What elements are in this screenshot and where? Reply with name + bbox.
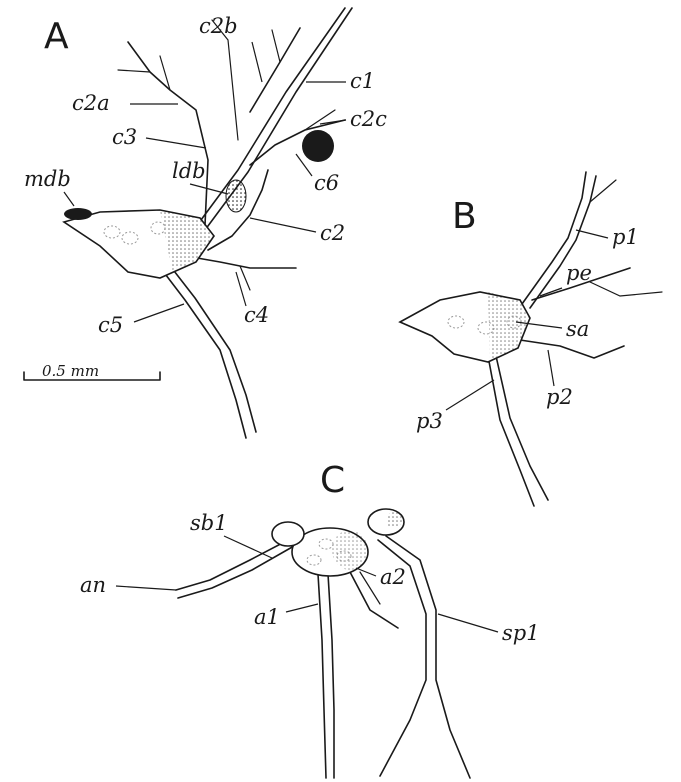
label-c2b: c2b	[199, 14, 238, 38]
label-sp1: sp1	[502, 621, 540, 645]
pe-twig	[590, 282, 662, 296]
c2b-twig-2	[212, 20, 238, 140]
p3-branch-left	[488, 356, 534, 506]
panel-c: C sb1 an a1 a2 sp1	[80, 460, 540, 778]
label-p3: p3	[416, 409, 443, 433]
ganglion-c-shading	[332, 530, 368, 570]
label-sb1: sb1	[190, 511, 228, 535]
panel-a-letter: A	[44, 16, 69, 57]
label-c3: c3	[112, 125, 137, 149]
leader-p3	[446, 380, 494, 410]
leader-a1	[286, 604, 318, 612]
leader-ldb	[190, 184, 228, 194]
leader-mdb	[64, 192, 74, 206]
panel-c-letter: C	[320, 460, 345, 501]
label-c6: c6	[314, 171, 339, 195]
p1-branch-right	[530, 176, 596, 308]
c2a-branch	[128, 42, 208, 225]
c2a-twig-1	[118, 70, 150, 72]
scale-bar: 0.5 mm	[24, 362, 160, 380]
mdb-body	[64, 208, 92, 220]
panel-a: A c2b c1	[24, 8, 387, 438]
leader-c2b	[252, 42, 262, 82]
label-c1: c1	[350, 69, 375, 93]
leader-c3	[146, 138, 206, 148]
label-sa: sa	[566, 317, 589, 341]
panel-b: B p1 pe sa p2 p3	[400, 172, 662, 506]
label-mdb: mdb	[24, 167, 71, 191]
c5-branch-left	[156, 262, 246, 438]
ldb-body	[226, 180, 246, 212]
leader-c2	[250, 218, 316, 232]
label-a2: a2	[380, 565, 406, 589]
a1-branch-left	[318, 574, 326, 778]
label-c2a: c2a	[72, 91, 110, 115]
c4-twig	[240, 266, 250, 290]
label-an: an	[80, 573, 106, 597]
p2-branch	[520, 340, 624, 358]
leader-a2	[356, 568, 376, 576]
sp1-body-shading	[386, 512, 402, 528]
label-c2c: c2c	[350, 107, 387, 131]
a2-twig	[360, 572, 380, 604]
leader-p1	[576, 230, 608, 238]
leader-sp1	[438, 614, 498, 632]
c6-body	[302, 130, 334, 162]
label-p2: p2	[546, 385, 573, 409]
label-c4: c4	[244, 303, 269, 327]
label-ldb: ldb	[172, 159, 206, 183]
c5-branch-right	[164, 258, 256, 432]
label-p1: p1	[612, 225, 639, 249]
a1-branch-right	[328, 574, 334, 778]
an-branch-top	[176, 538, 292, 590]
sb1-body	[272, 522, 304, 546]
label-c5: c5	[98, 313, 123, 337]
label-c2: c2	[320, 221, 345, 245]
panel-b-letter: B	[452, 196, 477, 237]
label-a1: a1	[254, 605, 280, 629]
leader-c5	[134, 304, 184, 322]
leader-sb1	[224, 536, 272, 558]
an-branch-bottom	[178, 546, 294, 598]
c2b-twig	[272, 30, 280, 62]
leader-an	[116, 586, 176, 590]
scale-bar-label: 0.5 mm	[42, 362, 99, 380]
leader-p2	[548, 350, 554, 386]
label-pe: pe	[566, 261, 592, 285]
